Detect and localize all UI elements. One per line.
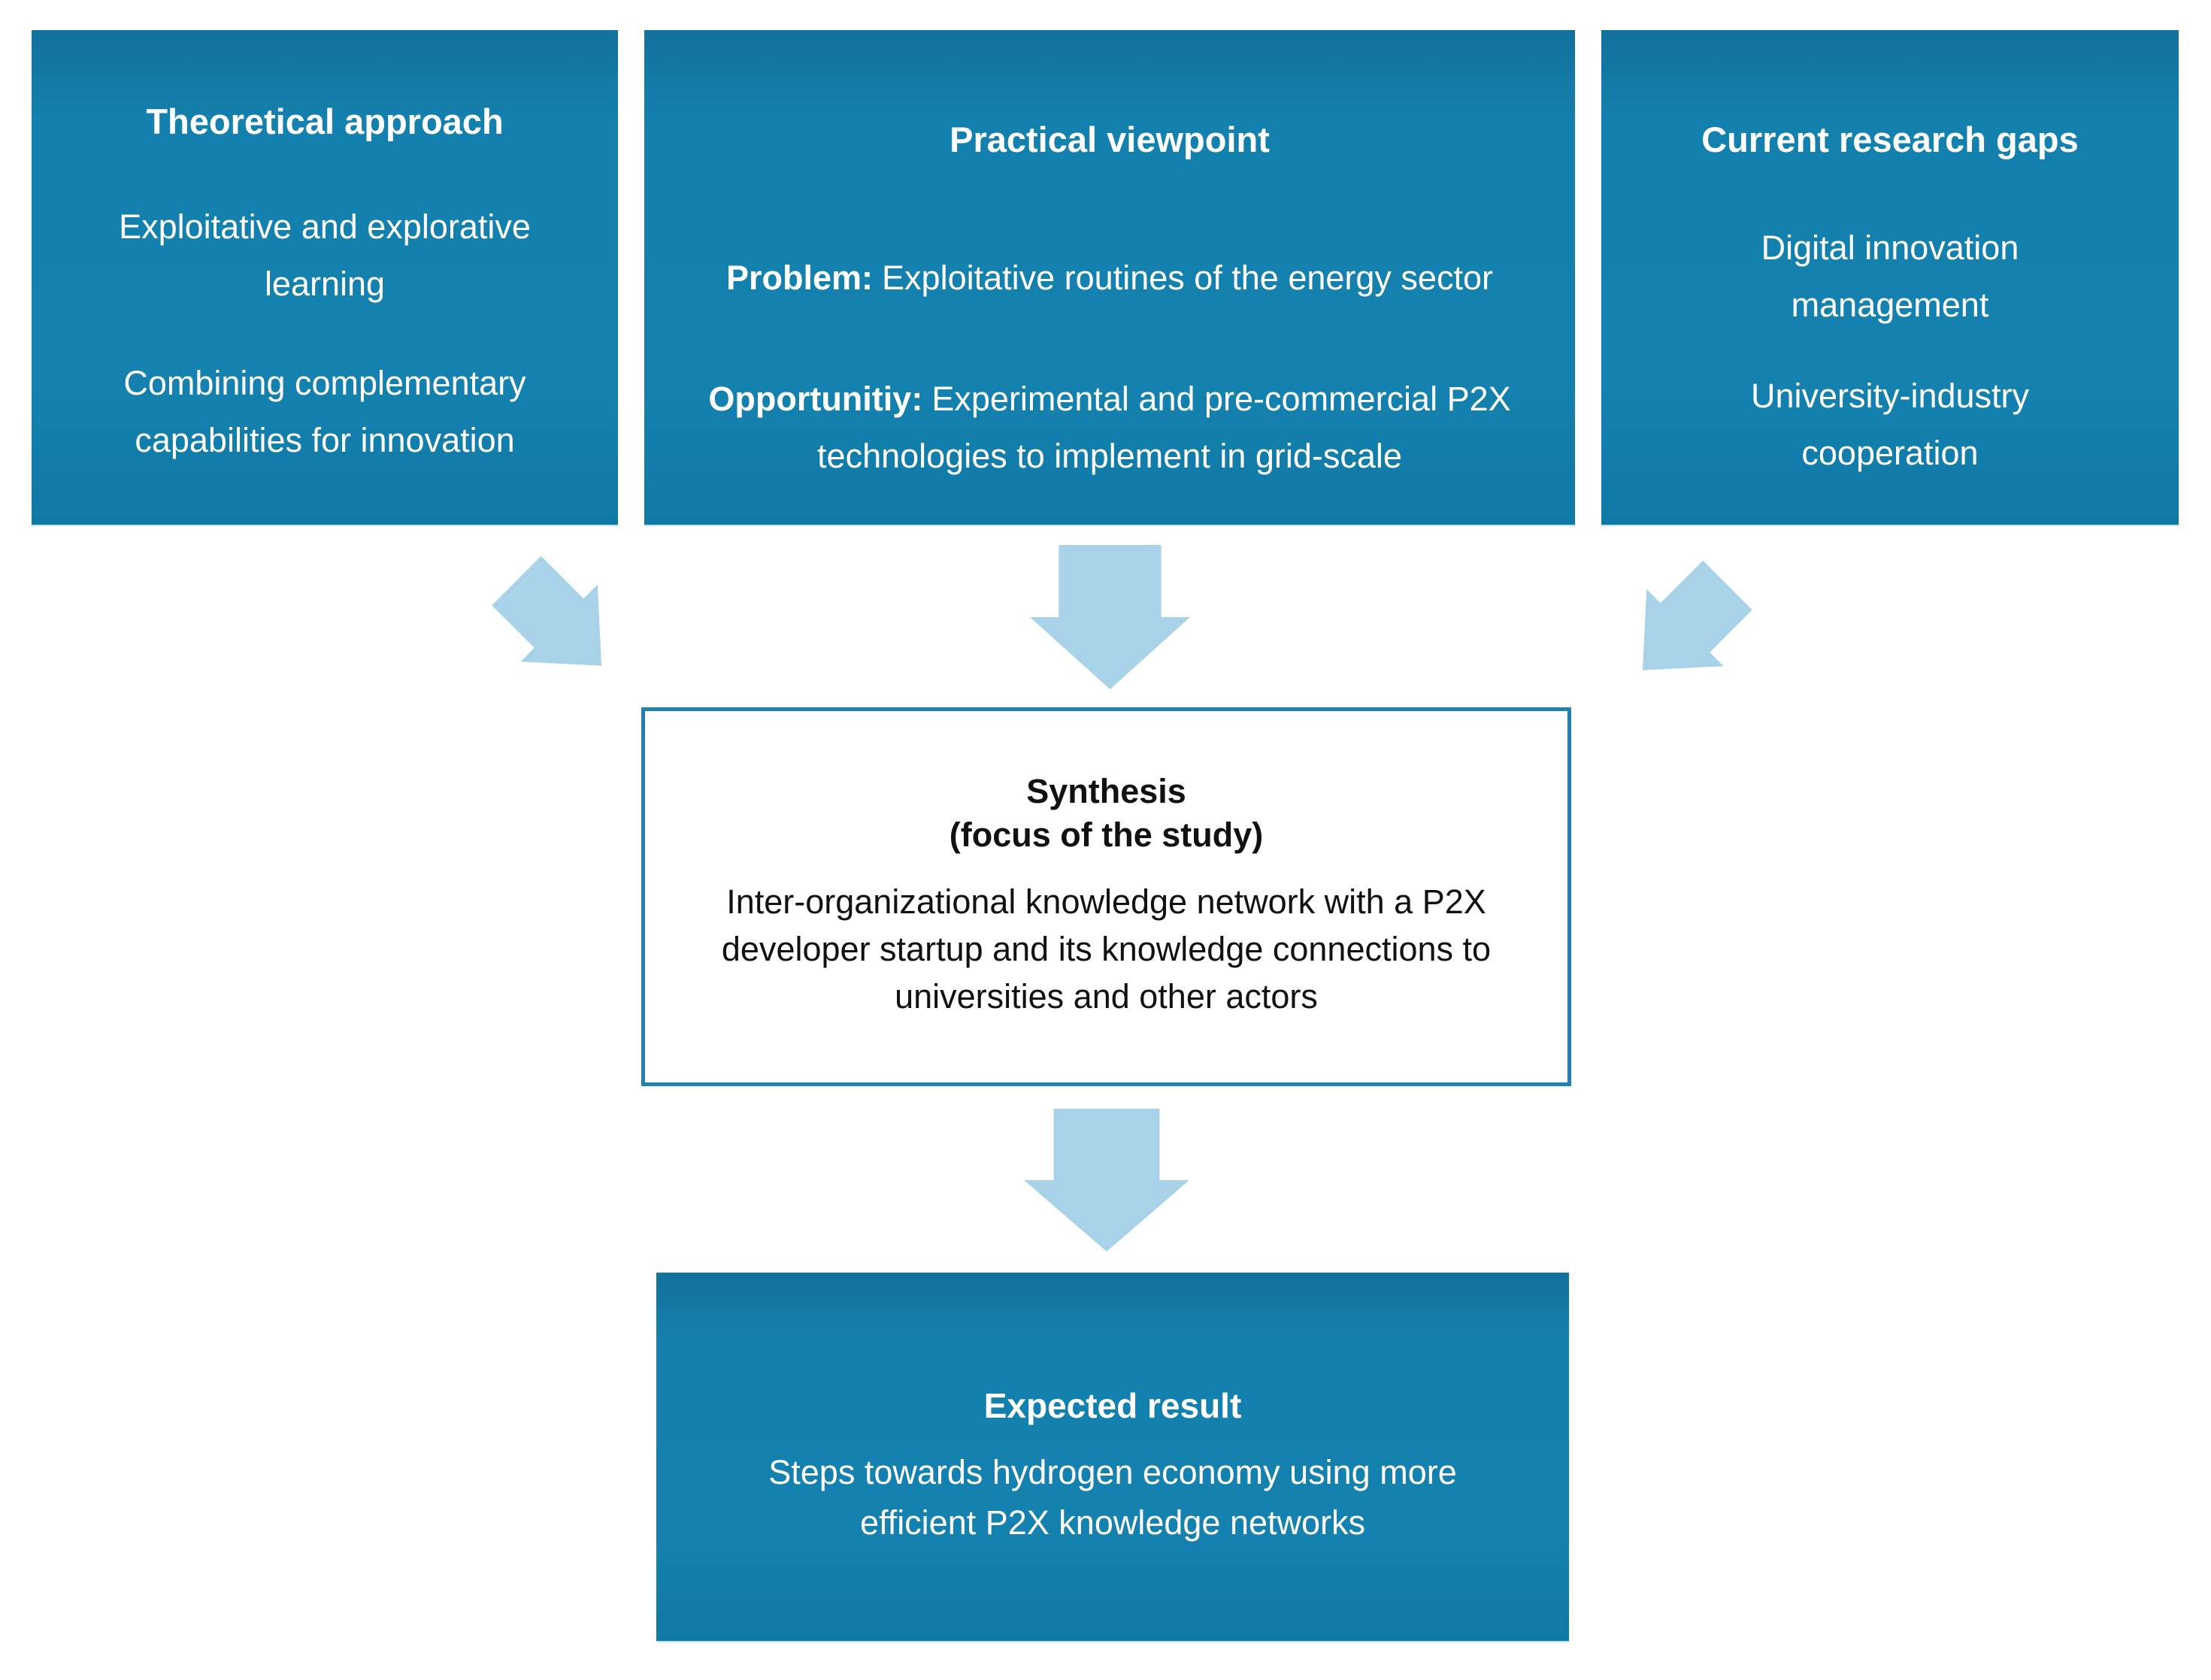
synthesis-title-line: Synthesis (1026, 772, 1186, 810)
expected-result-title: Expected result (983, 1386, 1242, 1425)
theoretical-approach-box: Theoretical approach Exploitative and ex… (32, 30, 618, 525)
theoretical-approach-title: Theoretical approach (146, 101, 504, 141)
arrow-down-left-icon (1604, 546, 1767, 709)
problem-label: Problem: (726, 259, 874, 297)
synthesis-body: Inter-organizational knowledge network w… (721, 882, 1492, 1016)
practical-viewpoint-title: Practical viewpoint (950, 120, 1270, 159)
opportunity-label: Opportunitiy: (708, 380, 923, 418)
problem-statement: Problem:Exploitative routines of the ene… (726, 250, 1493, 307)
practical-viewpoint-box: Practical viewpoint Problem:Exploitative… (644, 30, 1575, 525)
arrow-down-right-icon (478, 542, 641, 704)
expected-result-box: Expected result Steps towards hydrogen e… (656, 1273, 1569, 1641)
synthesis-title: Synthesis (focus of the study) (950, 770, 1263, 857)
opportunity-statement: Opportunitiy:Experimental and pre-commer… (677, 371, 1542, 485)
problem-text: Exploitative routines of the energy sect… (882, 259, 1493, 297)
synthesis-box: Synthesis (focus of the study) Inter-org… (641, 707, 1571, 1086)
synthesis-subtitle-line: (focus of the study) (949, 816, 1264, 854)
theoretical-approach-paragraph-2: Combining complementary capabilities for… (123, 364, 526, 459)
current-research-gaps-box: Current research gaps Digital innovation… (1601, 30, 2179, 525)
expected-result-body: Steps towards hydrogen economy using mor… (768, 1453, 1457, 1542)
theoretical-approach-paragraph-1: Exploitative and explorative learning (119, 207, 531, 303)
arrow-down-icon (1030, 545, 1190, 689)
research-gap-paragraph-1: Digital innovation management (1761, 229, 2019, 324)
research-gap-paragraph-2: University-industry cooperation (1750, 377, 2030, 472)
arrow-down-icon (1024, 1109, 1189, 1252)
opportunity-text: Experimental and pre-commercial P2X tech… (817, 380, 1511, 475)
current-research-gaps-title: Current research gaps (1701, 120, 2079, 159)
